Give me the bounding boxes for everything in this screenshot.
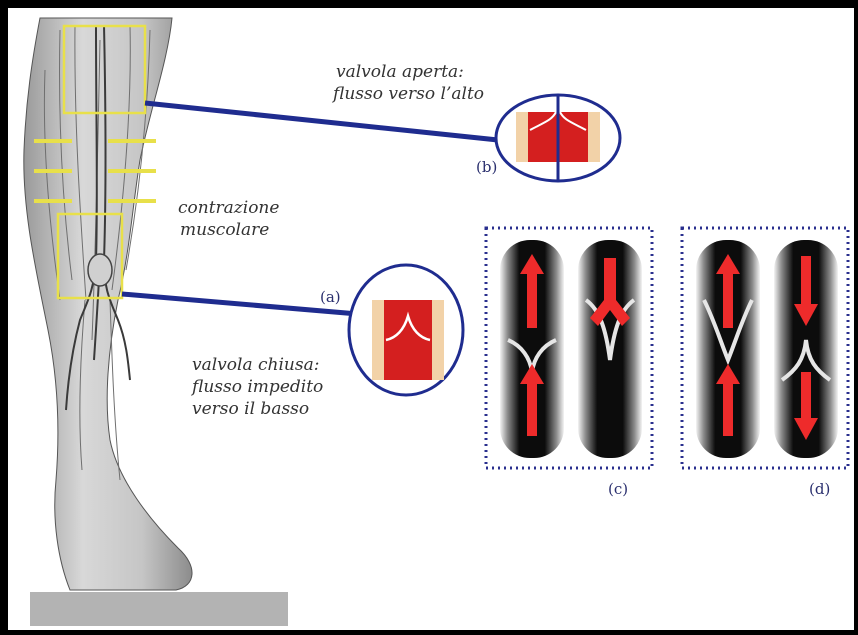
contraction-label-line1: contrazione bbox=[178, 198, 279, 219]
closed-valve-label-line1: valvola chiusa: bbox=[192, 355, 319, 376]
leader-line-open bbox=[145, 103, 498, 140]
open-valve-label-line2: flusso verso l’alto bbox=[333, 84, 484, 105]
tag-d: (d) bbox=[809, 480, 830, 498]
contraction-label-line2: muscolare bbox=[180, 220, 269, 241]
vein-tubes bbox=[500, 240, 838, 458]
tag-c: (c) bbox=[608, 480, 628, 498]
tag-a: (a) bbox=[320, 288, 341, 306]
closed-valve-label-line2: flusso impedito bbox=[192, 377, 323, 398]
open-valve-zoom bbox=[496, 95, 620, 181]
open-valve-label-line1: valvola aperta: bbox=[336, 62, 464, 83]
closed-valve-label-line3: verso il basso bbox=[192, 399, 309, 420]
floor bbox=[30, 592, 288, 626]
tag-b: (b) bbox=[476, 158, 497, 176]
closed-valve-zoom bbox=[349, 265, 463, 395]
